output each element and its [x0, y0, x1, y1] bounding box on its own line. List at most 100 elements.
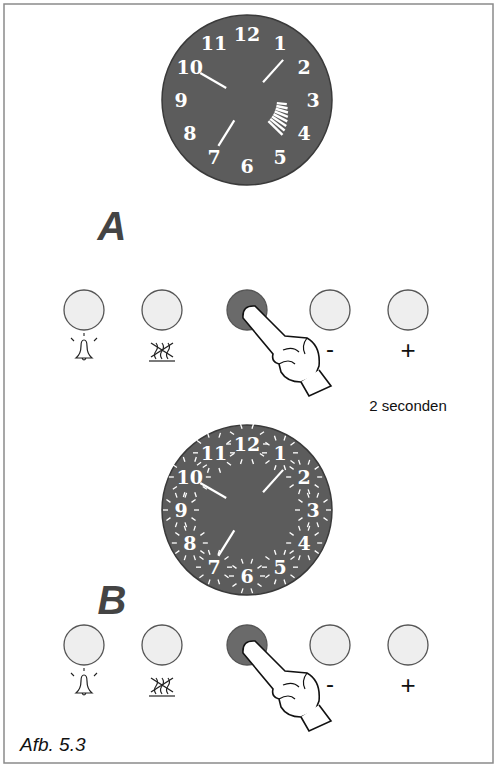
clock-number: 4: [298, 534, 311, 553]
flash-ray: [317, 476, 322, 477]
clock-number: 12: [234, 435, 260, 454]
flash-ray: [308, 489, 310, 494]
flash-ray: [203, 542, 208, 543]
flash-ray: [163, 509, 168, 510]
cross-mark: [151, 343, 173, 357]
flash-ray: [299, 555, 301, 560]
button: [142, 625, 182, 665]
bell-rays: [71, 333, 97, 341]
flash-ray: [317, 542, 322, 543]
flash-ray: [274, 580, 276, 585]
segment-bar: [277, 103, 287, 104]
flash-ray: [206, 476, 211, 477]
clock-number: 10: [177, 58, 203, 77]
flash-ray: [227, 567, 232, 568]
flash-ray: [241, 424, 243, 429]
flash-ray: [274, 550, 276, 555]
flash-ray: [166, 518, 170, 521]
flash-ray: [199, 575, 203, 578]
flash-ray: [175, 522, 177, 527]
button-label: +: [400, 337, 415, 363]
flash-ray: [262, 567, 267, 568]
clock-number: 1: [273, 33, 286, 52]
flash-ray: [208, 433, 210, 438]
clock-number: 1: [273, 443, 286, 462]
flash-ray: [291, 460, 295, 463]
flash-ray: [227, 440, 231, 443]
flash-ray: [291, 557, 295, 560]
flash-ray: [169, 476, 174, 477]
flash-ray: [260, 432, 264, 435]
flash-ray: [290, 466, 294, 469]
clock-number: 9: [174, 501, 187, 520]
flash-ray: [284, 436, 286, 441]
pressing-hand: [243, 641, 319, 717]
flash-ray: [184, 526, 186, 531]
flash-ray: [241, 588, 243, 593]
finger-lines: [279, 673, 307, 699]
bell-icon: [76, 675, 92, 695]
clock-number: 12: [234, 25, 260, 44]
flash-ray: [291, 575, 295, 578]
flash-ray: [262, 452, 267, 453]
flash-ray: [260, 575, 265, 576]
steam-icon: [155, 343, 170, 359]
clock-number: 3: [306, 501, 319, 520]
dial: [162, 425, 332, 595]
flash-ray: [241, 559, 243, 564]
cross-mark: [151, 678, 173, 692]
flash-ray: [166, 499, 170, 502]
base-line: [149, 695, 175, 696]
flash-ray: [315, 551, 319, 554]
flash-ray: [298, 499, 302, 502]
flash-ray: [173, 465, 177, 468]
flash-ray: [284, 550, 286, 555]
frame: [4, 4, 493, 763]
flash-ray: [172, 542, 177, 543]
flash-ray: [260, 453, 264, 456]
flash-ray: [258, 565, 262, 568]
cuff: [301, 705, 331, 731]
flash-ray: [290, 485, 294, 488]
duration-note: 2 seconden: [369, 398, 447, 413]
flash-ray: [326, 509, 331, 510]
flash-ray: [230, 432, 234, 435]
flash-ray: [290, 532, 294, 535]
clock-hand: [200, 483, 226, 498]
flash-ray: [324, 499, 328, 502]
flash-ray: [299, 489, 301, 494]
flash-ray: [265, 575, 269, 578]
button: [310, 625, 350, 665]
flash-ray: [295, 509, 300, 510]
cuff: [301, 370, 331, 396]
figure-caption: Afb. 5.3: [20, 735, 86, 754]
clock-number: 5: [273, 558, 286, 577]
flash-ray: [197, 440, 201, 443]
flash-ray: [203, 486, 207, 489]
flash-ray: [192, 499, 196, 502]
flash-ray: [218, 550, 220, 555]
flash-ray: [208, 550, 210, 555]
clock-hand: [218, 120, 234, 145]
flash-ray: [258, 584, 262, 587]
flash-ray: [286, 476, 291, 477]
flash-ray: [265, 460, 269, 463]
clock-hand: [263, 470, 283, 492]
flash-ray: [299, 526, 301, 531]
flash-ray: [290, 551, 294, 554]
flash-ray: [183, 492, 185, 497]
clock-hand: [200, 73, 226, 88]
finger-lines: [279, 338, 307, 364]
flash-ray: [196, 567, 201, 568]
clock-number: 6: [240, 157, 253, 176]
flash-ray: [315, 532, 319, 535]
figure-letter: B: [98, 580, 127, 620]
flash-ray: [274, 436, 276, 441]
flash-ray: [317, 522, 319, 527]
flash-ray: [200, 551, 204, 554]
flash-ray: [208, 580, 210, 585]
flash-ray: [195, 457, 197, 462]
flash-ray: [251, 559, 253, 564]
flash-ray: [308, 460, 310, 465]
pressing-hand: [243, 306, 319, 382]
